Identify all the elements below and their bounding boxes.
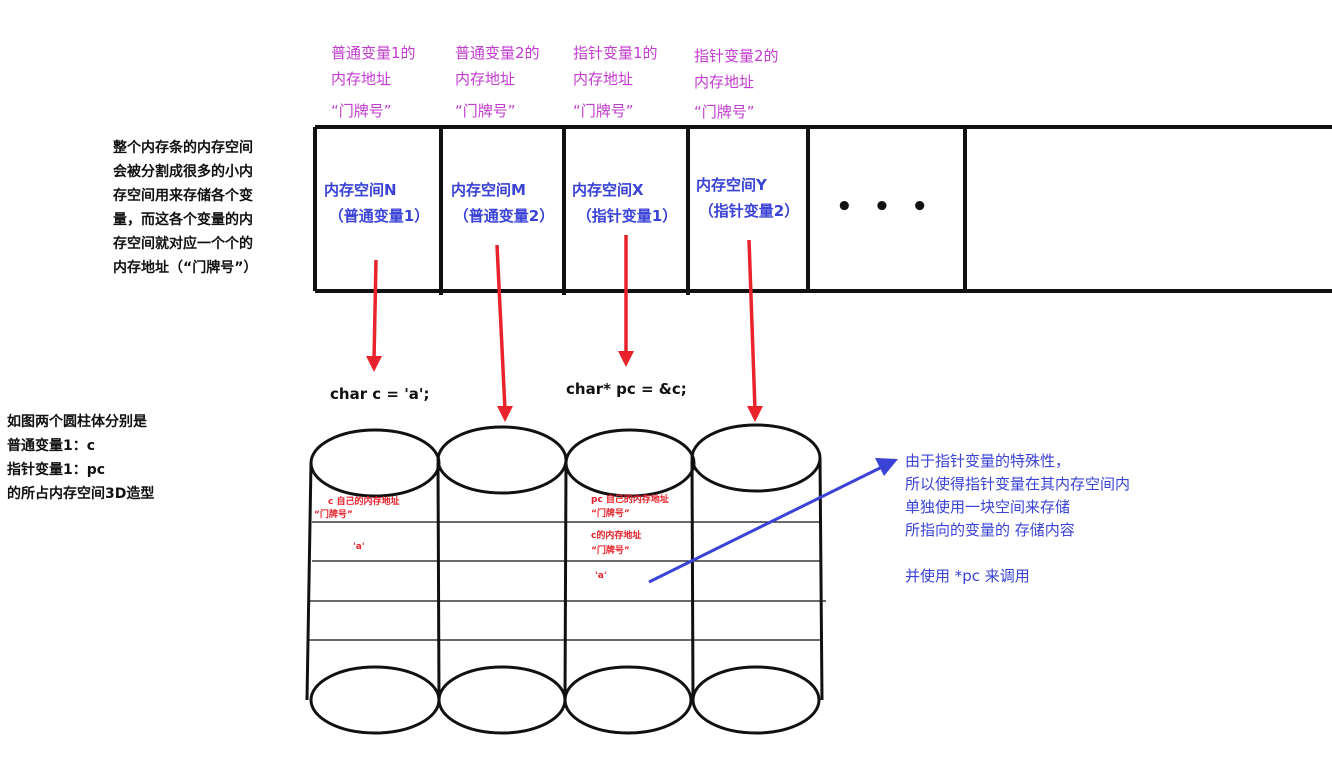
cyl1-own-address-sub: “门牌号” [314, 510, 353, 520]
code-char-c: char c = 'a'; [330, 385, 430, 403]
memory-description: 整个内存条的内存空间 会被分割成很多的小内 存空间用来存储各个变 量，而这各个变… [113, 140, 258, 276]
cell-label-y: 内存空间Y （指针变量2） [696, 176, 800, 220]
cyl3-own-address: pc 自己的内存地址 [591, 495, 669, 505]
arrow-y-to-cyl4 [747, 239, 757, 411]
pointer-note: 由于指针变量的特殊性， 所以使得指针变量在其内存空间内 单独使用一块空间来存储 … [905, 452, 1131, 585]
cyl1-value: 'a' [353, 542, 365, 552]
cylinders [305, 423, 824, 735]
cyl3-value: 'a' [595, 571, 607, 581]
arrow-n-to-c [372, 259, 378, 361]
cylinder-description: 如图两个圆柱体分别是 普通变量1：c 指针变量1：pc 的所占内存空间3D造型 [7, 414, 155, 502]
cylinder-dividers [309, 521, 826, 641]
cell-label-m: 内存空间M （普通变量2） [451, 181, 555, 225]
address-label-normal-2: 普通变量2的 内存地址 “门牌号” [455, 44, 540, 120]
arrow-m-to-cyl2 [495, 244, 507, 411]
code-char-pc: char* pc = &c; [566, 380, 687, 398]
red-arrows [366, 235, 763, 422]
address-label-normal-1: 普通变量1的 内存地址 “门牌号” [331, 44, 416, 120]
blue-pointer-arrow [648, 458, 898, 584]
more-cells-ellipsis: • • • [836, 192, 934, 222]
cyl3-own-address-sub: “门牌号” [591, 509, 630, 519]
cell-label-x: 内存空间X （指针变量1） [572, 181, 678, 225]
memory-strip [313, 125, 1332, 295]
address-label-pointer-1: 指针变量1的 内存地址 “门牌号” [573, 44, 658, 120]
cyl1-own-address: c 自己的内存地址 [328, 497, 400, 507]
address-label-pointer-2: 指针变量2的 内存地址 “门牌号” [694, 47, 779, 121]
cyl3-c-address: c的内存地址 [591, 531, 642, 541]
cyl3-c-address-sub: “门牌号” [591, 546, 630, 556]
cell-label-n: 内存空间N （普通变量1） [324, 181, 430, 225]
